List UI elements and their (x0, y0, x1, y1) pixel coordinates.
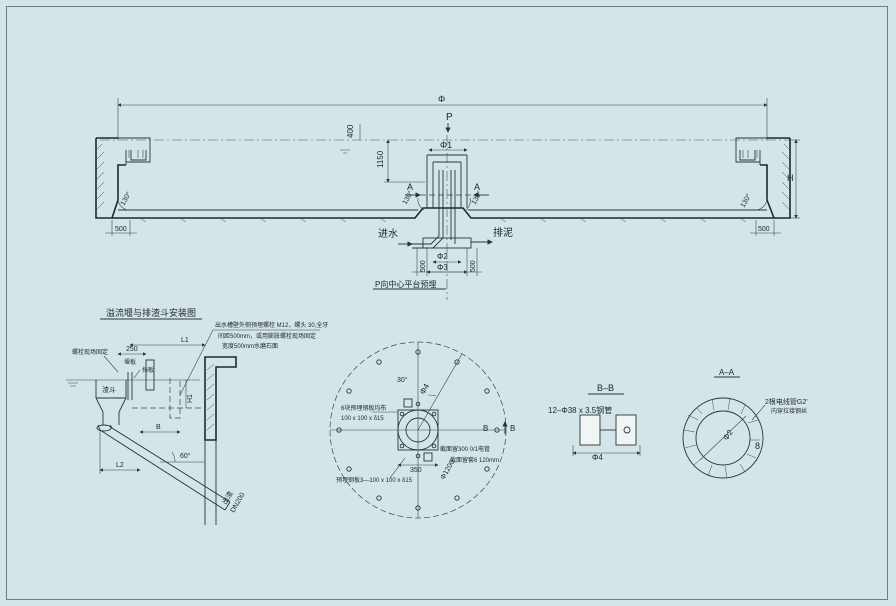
baffle (145, 359, 155, 391)
section-aa: A–A Φ2 8 2根电线管G2' 内穿拉接钢丝 (682, 368, 808, 479)
label-weir-plate: 堰板 (124, 358, 136, 366)
sludge-pipe (450, 170, 456, 244)
cable-note-1: 截面留300 0/1电管 (440, 445, 490, 453)
phi-label: Φ (438, 94, 445, 104)
scum-hopper (95, 380, 127, 425)
label-angle-60: 60° (180, 452, 191, 460)
dim-400: 400 (346, 124, 355, 138)
inlet-pipe (412, 170, 444, 249)
label-scum-hopper: 渣斗 (102, 385, 116, 394)
weir-note-1: 出水槽壁外侧预埋螺栓 M12，螺头 30,全牙 (215, 321, 328, 329)
plan-b-left: B (483, 424, 488, 433)
bottom-plate-note: 预埋钢板3—100 x 100 x δ15 (336, 476, 413, 484)
dim-350: 350 (410, 467, 422, 474)
dim-500-center-left: 500 (420, 260, 427, 272)
plan-phi4: Φ4 (418, 382, 431, 396)
p-view-caption: P向中心平台预埋 (375, 279, 436, 289)
label-250: 250 (126, 346, 138, 353)
weir-note-2: 间距500mm，或用膨胀螺栓现场固定 (218, 332, 316, 340)
right-launder (739, 150, 761, 165)
bb-left-plate (579, 414, 601, 446)
dim-1150: 1150 (376, 150, 385, 168)
dim-phi2: Φ2 (437, 252, 448, 261)
main-elevation: Φ P 400 1150 Φ1 (95, 94, 800, 300)
section-aa-wire-note: 内穿拉接钢丝 (771, 407, 807, 415)
angle-center-right: 130° (470, 189, 484, 206)
dim-500-left: 500 (115, 226, 127, 233)
section-bb: B–B 12–Φ38 x 3.5钢管 Φ4 (548, 383, 641, 462)
left-tank-wall (95, 137, 126, 219)
angle-right: 130° (739, 192, 753, 209)
left-launder (125, 150, 147, 165)
drawing-frame (6, 6, 888, 600)
plan-phi1200: Φ1200 (440, 459, 457, 481)
aa-outer-ring (682, 397, 764, 479)
water-level-symbol (66, 379, 80, 387)
section-bb-title: B–B (597, 383, 614, 393)
label-h1: H1 (187, 394, 194, 403)
label-outlet: 出渣 (220, 489, 235, 506)
water-level-marker (340, 149, 350, 154)
section-aa-phi2: Φ2 (721, 428, 735, 442)
angle-30: 30° (397, 376, 408, 384)
section-bb-pipe-note: 12–Φ38 x 3.5钢管 (548, 405, 612, 415)
p-label: P (446, 112, 453, 123)
angle-left: 130° (119, 190, 133, 207)
cable-note-2: 截面留套6 120mm (450, 456, 499, 464)
section-aa-conduit-note: 2根电线管G2' (765, 397, 808, 406)
plate-note-1: 6块预埋钢板均布 (341, 404, 386, 412)
section-bb-phi4: Φ4 (592, 453, 603, 462)
weir-detail-title: 溢流堰与排渣斗安装图 (106, 307, 196, 318)
label-bolt-fix: 螺栓现场固定 (72, 348, 108, 356)
label-l2: L2 (116, 462, 124, 469)
dim-500-right: 500 (758, 226, 770, 233)
label-baffle: 挡板 (142, 366, 154, 374)
sludge-label: 排泥 (493, 226, 513, 239)
section-aa-8: 8 (755, 441, 760, 451)
bb-right-plate (615, 414, 637, 446)
plan-b-right: B (510, 424, 515, 433)
aa-inner-ring (695, 410, 751, 466)
weir-plate (127, 372, 133, 400)
section-a-right: A (474, 182, 480, 192)
weir-detail: 溢流堰与排渣斗安装图 出水槽壁外侧预埋螺栓 M12，螺头 30,全牙 间距500… (66, 307, 328, 525)
dim-h: H (787, 173, 794, 183)
inlet-label: 进水 (378, 228, 398, 240)
plate-note-2: 100 x 100 x δ15 (341, 416, 384, 422)
plan-view: 30° Φ4 6块预埋钢板均布 100 x 100 x δ (329, 341, 515, 519)
support-pipe (132, 378, 205, 419)
dim-phi3: Φ3 (437, 263, 448, 272)
right-tank-wall (760, 137, 791, 219)
section-aa-title: A–A (719, 368, 735, 377)
section-a-left: A (407, 182, 413, 192)
dim-phi1: Φ1 (440, 140, 452, 150)
label-b: B (156, 424, 161, 431)
dim-500-center-right: 500 (470, 260, 477, 272)
weir-note-3: 宽度500mm水磨石面 (222, 342, 278, 350)
label-l1: L1 (181, 337, 189, 344)
bolt-holes (336, 349, 500, 511)
